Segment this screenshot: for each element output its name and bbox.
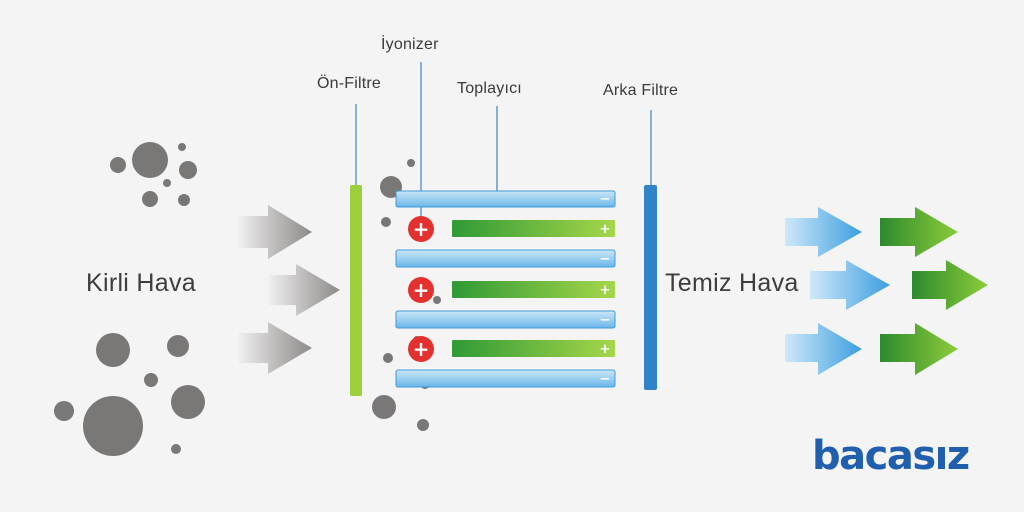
particle [417,419,429,431]
positive-sign: + [600,222,611,237]
particle [83,396,143,456]
negative-sign: − [600,252,611,267]
positive-sign: + [600,283,611,298]
particle [142,191,158,207]
positive-plate [452,340,615,357]
negative-sign: − [600,192,611,207]
particle [381,217,391,227]
particle [54,401,74,421]
particle [372,395,396,419]
ionizer-node [408,336,434,362]
particle [433,296,441,304]
ionizer-node [408,216,434,242]
brand-logo: bacasız [812,433,970,479]
ionizer-node [408,277,434,303]
particle [132,142,168,178]
particle [144,373,158,387]
particle [178,194,190,206]
ionizer-plus-sign: + [413,278,430,302]
clean-air-arrow-green [880,207,958,257]
particle [171,385,205,419]
particle [96,333,130,367]
collector-label: Toplayıcı [457,80,522,97]
particle [110,157,126,173]
back-filter-bar [644,185,657,390]
positive-plate [452,281,615,298]
clean-air-label: Temiz Hava [665,269,799,297]
particle [179,161,197,179]
ionizer-label: İyonizer [381,36,439,53]
positive-plate [452,220,615,237]
particle [163,179,171,187]
ionizer-plus-sign: + [413,217,430,241]
ionizer-plus-sign: + [413,337,430,361]
dirty-air-arrow [238,205,312,259]
particle [171,444,181,454]
dirty-air-label: Kirli Hava [86,269,196,297]
back-filter-label: Arka Filtre [603,82,679,99]
negative-plate [395,310,616,329]
negative-sign: − [600,372,611,387]
dirty-air-arrow [268,264,340,316]
clean-air-arrow-green [912,260,988,310]
positive-sign: + [600,342,611,357]
clean-air-arrow-blue [810,260,890,310]
clean-air-arrow-green [880,323,958,375]
dirty-air-arrow [238,322,312,374]
particle [167,335,189,357]
clean-air-arrow-blue [785,207,862,257]
negative-sign: − [600,313,611,328]
negative-plate [395,249,616,268]
particle [383,353,393,363]
pre-filter-label: Ön-Filtre [317,75,382,92]
negative-plate [395,369,616,388]
clean-air-arrow-blue [785,323,862,375]
particle [178,143,186,151]
pre-filter-bar [350,185,362,396]
particle [407,159,415,167]
negative-plate [395,190,616,208]
